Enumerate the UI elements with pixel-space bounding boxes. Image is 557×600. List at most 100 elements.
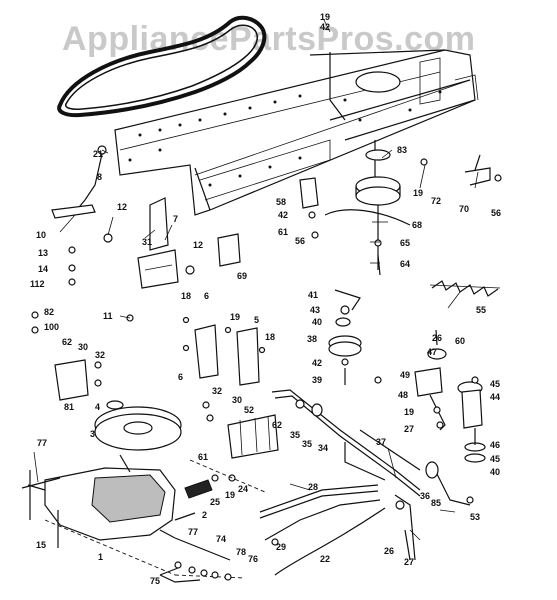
part-label: 1 [98,552,103,562]
part-label: 37 [376,437,386,447]
bracket-62 [31,311,102,401]
part-label: 46 [490,440,500,450]
part-label: 19 [225,490,235,500]
part-label: 19 [413,188,423,198]
part-label: 56 [295,236,305,246]
part-label: 81 [64,402,74,412]
part-label: 8 [97,172,102,182]
part-label: 38 [307,334,317,344]
part-label: 27 [404,557,414,567]
part-label: 68 [412,220,422,230]
part-label: 12 [117,202,127,212]
part-label: 55 [476,305,486,315]
part-label: 12 [193,240,203,250]
part-label: 30 [78,342,88,352]
part-label: 19 [320,12,330,22]
part-label: 25 [210,497,220,507]
part-label: 3 [90,429,95,439]
idler-arm [299,177,411,247]
part-label: 44 [490,392,500,402]
part-label: 43 [310,305,320,315]
part-label: 69 [237,271,247,281]
part-label: 77 [37,438,47,448]
transaxle [21,454,246,579]
part-label: 26 [384,546,394,556]
engine-pulley [355,140,401,276]
part-label: 47 [427,347,437,357]
part-label: 42 [312,358,322,368]
part-label: 22 [320,554,330,564]
part-label: 72 [431,196,441,206]
right-side-parts [374,329,486,561]
part-label: 28 [308,482,318,492]
part-label: 77 [188,527,198,537]
shift-bracket [103,197,241,289]
part-label: 42 [320,22,330,32]
axle-hardware [159,561,232,583]
part-label: 76 [248,554,258,564]
part-label: 70 [459,204,469,214]
part-label: 36 [420,491,430,501]
part-label: 45 [490,379,500,389]
part-label: 5 [254,315,259,325]
watermark: AppliancePartsPros.com [62,20,475,58]
part-label: 61 [278,227,288,237]
part-label: 85 [431,498,441,508]
part-labels: 19 42 21 8 83 19 72 70 56 58 42 61 56 68… [30,12,501,586]
part-label: 29 [276,542,286,552]
part-label: 65 [400,238,410,248]
brake-spring [174,459,266,521]
part-label: 35 [290,430,300,440]
part-label: 21 [93,149,103,159]
part-label: 60 [455,336,465,346]
part-label: 41 [308,290,318,300]
spring-55 [429,280,501,297]
leader-lines [33,19,479,541]
brake-brackets [182,316,266,386]
part-label: 49 [400,370,410,380]
part-label: 2 [202,510,207,520]
part-label: 62 [62,337,72,347]
tractor-frame [114,49,479,216]
part-label: 18 [265,332,275,342]
part-label: 32 [95,350,105,360]
part-label: 74 [216,534,226,544]
brake-rod [264,461,474,576]
part-label: 58 [276,197,286,207]
part-label: 53 [470,512,480,522]
part-label: 24 [238,484,248,494]
part-label: 11 [103,311,113,321]
part-label: 112 [30,279,45,289]
belt-guide-rods [420,154,502,186]
part-label: 48 [398,390,408,400]
part-label: 4 [95,402,100,412]
part-label: 27 [404,424,414,434]
part-label: 18 [181,291,191,301]
idler-pulley-38 [328,289,362,385]
part-label: 26 [432,333,442,343]
part-label: 7 [173,214,178,224]
part-label: 42 [278,210,288,220]
drive-belt [57,15,267,118]
part-label: 35 [302,439,312,449]
part-label: 19 [230,312,240,322]
part-label: 45 [490,454,500,464]
part-label: 6 [204,291,209,301]
part-label: 6 [178,372,183,382]
part-label: 39 [312,375,322,385]
part-label: 64 [400,259,410,269]
frame-holes [128,90,442,187]
part-label: 83 [397,145,407,155]
part-label: 52 [244,405,254,415]
part-label: 82 [44,307,54,317]
part-label: 61 [198,452,208,462]
part-label: 34 [318,443,328,453]
part-label: 15 [36,540,46,550]
part-label: 40 [312,317,322,327]
brake-assembly [202,401,279,459]
part-label: 30 [232,395,242,405]
part-label: 100 [44,322,59,332]
transaxle-pulley [94,400,182,451]
part-label: 62 [272,420,282,430]
